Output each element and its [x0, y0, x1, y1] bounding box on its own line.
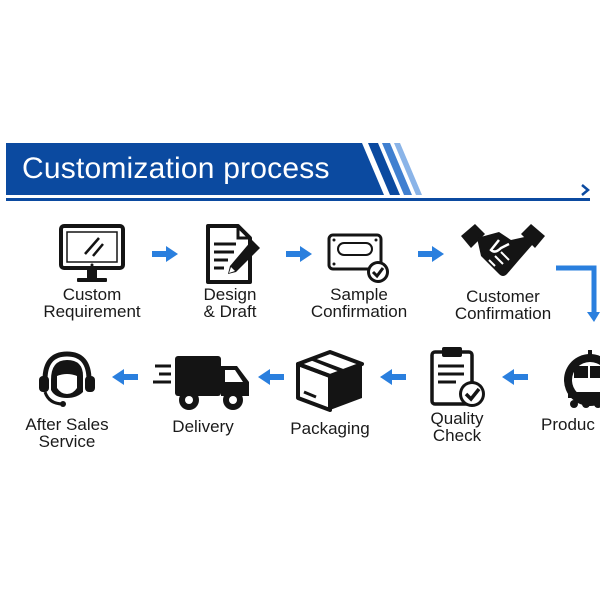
banner-shape [6, 143, 590, 201]
step-production: Produc [536, 342, 600, 438]
factory-gear-icon [564, 350, 600, 408]
monitor-icon [59, 224, 125, 282]
step-customer-confirmation: Customer Confirmation [444, 220, 562, 322]
step-design-draft: Design & Draft [180, 222, 280, 320]
step-label: Customer [466, 287, 540, 306]
step-label: & Draft [203, 302, 257, 321]
box-icon [296, 350, 364, 412]
step-label: Custom [62, 285, 122, 304]
step-label: Confirmation [310, 302, 408, 321]
step-label: Confirmation [454, 304, 552, 323]
step-label: Requirement [43, 302, 141, 321]
arrow-left-icon [258, 369, 284, 385]
title-banner: Customization process [6, 143, 590, 201]
arrow-left-icon [112, 369, 138, 385]
page-title: Customization process [22, 152, 330, 185]
step-label: Service [38, 432, 96, 451]
step-label: After Sales [25, 415, 109, 434]
step-label: Produc [541, 415, 595, 434]
arrow-left-icon [380, 369, 406, 385]
step-sample-confirmation: Sample Confirmation [304, 232, 414, 320]
step-quality-check: Quality Check [414, 344, 500, 444]
step-packaging: Packaging [280, 346, 380, 437]
arrow-right-icon [152, 246, 178, 262]
document-pen-icon [206, 224, 260, 284]
step-label: Delivery [172, 417, 234, 436]
step-delivery: Delivery [148, 352, 258, 435]
step-label: Sample [330, 285, 388, 304]
clipboard-check-icon [430, 347, 485, 407]
truck-icon [153, 356, 249, 410]
step-label: Packaging [290, 419, 370, 438]
arrow-down-icon [556, 265, 600, 322]
arrow-right-icon [286, 246, 312, 262]
step-after-sales-service: After Sales Service [12, 346, 122, 450]
step-label: Quality [430, 409, 484, 428]
headset-agent-icon [39, 351, 95, 407]
handshake-icon [461, 224, 545, 276]
step-label: Design [203, 285, 257, 304]
step-custom-requirement: Custom Requirement [30, 222, 154, 320]
arrow-left-icon [502, 369, 528, 385]
arrow-right-icon [418, 246, 444, 262]
sample-check-icon [327, 233, 389, 283]
step-label: Check [432, 426, 482, 445]
